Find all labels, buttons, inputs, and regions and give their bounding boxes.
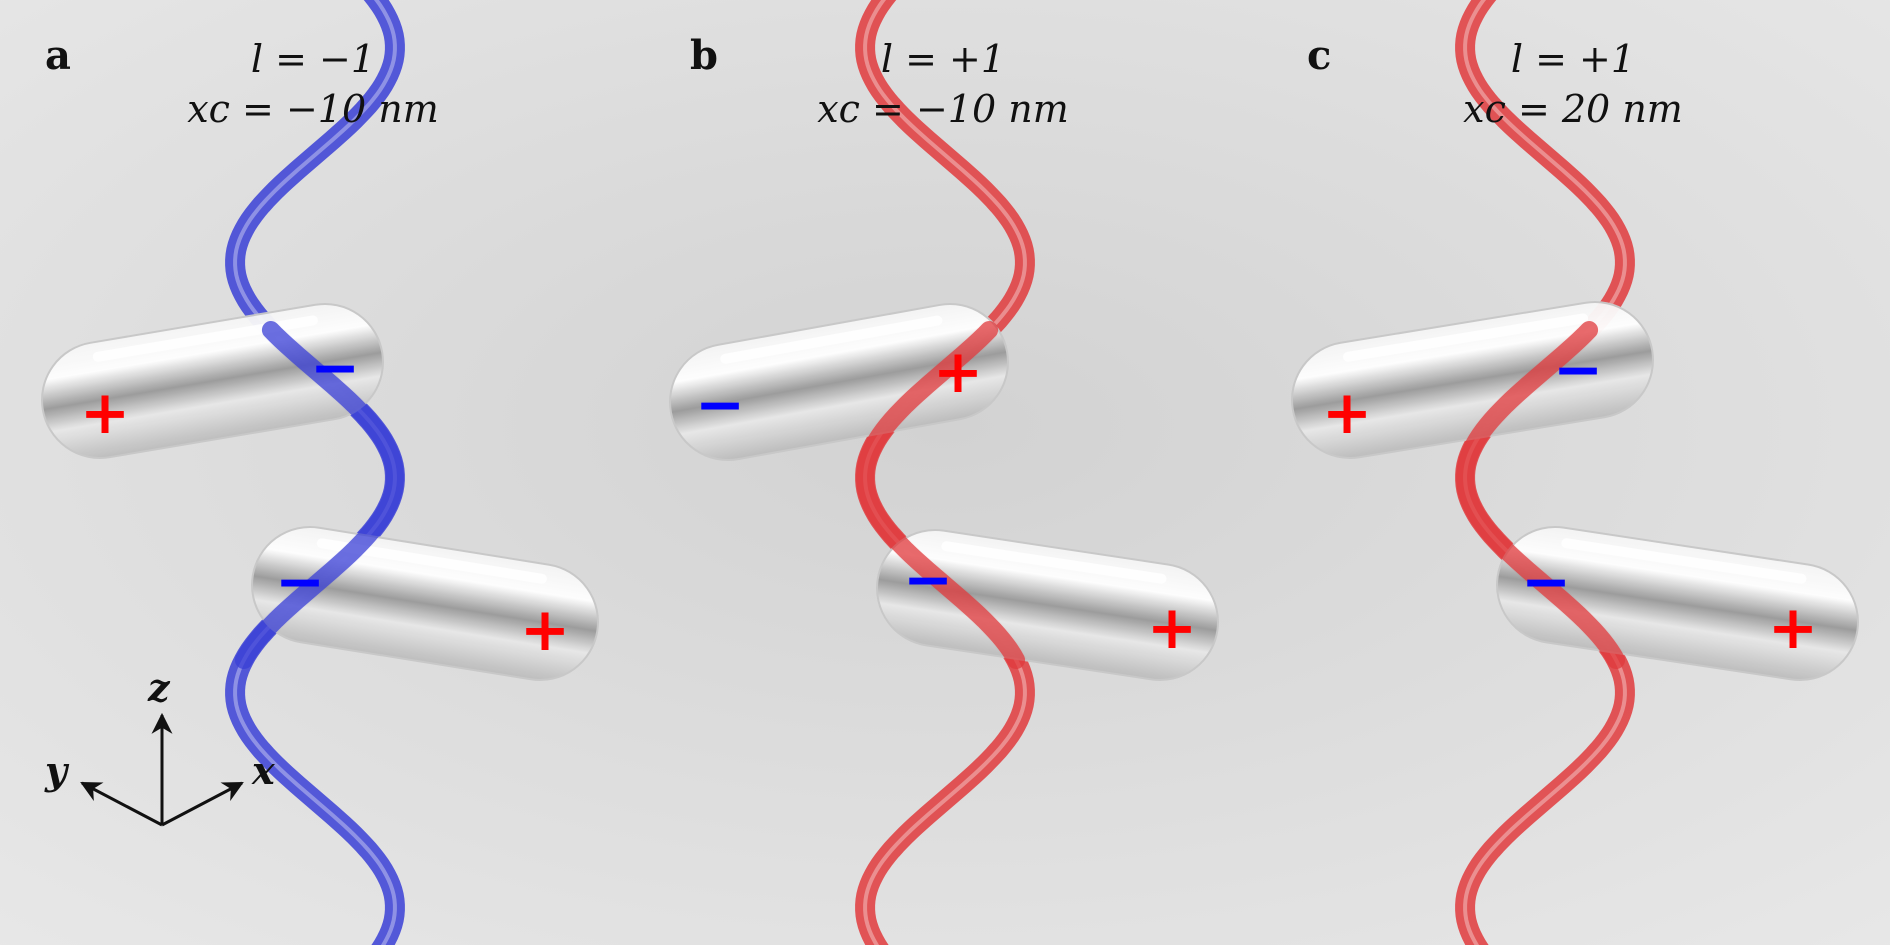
panel-b-xc-value: xc = −10 nm	[817, 87, 1069, 131]
panel-a-charge-2: −	[309, 333, 361, 403]
z-axis-label: z	[148, 665, 170, 710]
panel-a-xc-value: xc = −10 nm	[187, 87, 439, 131]
y-axis-label: y	[45, 748, 68, 793]
panel-b-rod-1	[669, 303, 1010, 461]
panel-c-charge-4: +	[1767, 593, 1819, 663]
panel-a-charge-1: +	[79, 378, 131, 448]
panel-a-charge-3: −	[274, 547, 326, 617]
panel-b-title: l = +1 xc = −10 nm	[773, 34, 1113, 134]
x-axis-label: x	[252, 748, 275, 793]
panel-a-rod-1	[41, 302, 384, 459]
panel-b-charge-3: −	[902, 545, 954, 615]
panel-a-letter: a	[45, 32, 71, 79]
panel-c-letter: c	[1307, 32, 1332, 79]
panel-c-rod-2	[1496, 526, 1859, 682]
x-axis-arrow	[161, 781, 244, 827]
panel-b-letter: b	[690, 32, 718, 79]
panel-b-charge-1: −	[694, 370, 746, 440]
y-axis-arrow	[80, 781, 163, 827]
axis-triad	[80, 712, 244, 827]
panel-a-charge-4: +	[519, 595, 571, 665]
panel-b-l-value: l = +1	[880, 37, 1006, 81]
panel-c-charge-3: −	[1520, 547, 1572, 617]
panel-b-charge-2: +	[932, 337, 984, 407]
panel-a-title: l = −1 xc = −10 nm	[143, 34, 483, 134]
panel-c-l-value: l = +1	[1510, 37, 1636, 81]
panel-b-helix-front-segment	[856, 321, 1026, 669]
panel-a-l-value: l = −1	[250, 37, 376, 81]
panel-c-title: l = +1 xc = 20 nm	[1403, 34, 1743, 134]
panel-c-charge-1: +	[1321, 378, 1373, 448]
panel-c-xc-value: xc = 20 nm	[1463, 87, 1683, 131]
panel-b-charge-4: +	[1146, 593, 1198, 663]
panel-c-helix-front-segment	[1456, 321, 1626, 669]
panel-c-rod-1	[1291, 301, 1655, 459]
panel-c-charge-2: −	[1552, 335, 1604, 405]
panel-a-helix-front-segment	[234, 321, 404, 669]
panel-b-rod-2	[876, 529, 1220, 681]
